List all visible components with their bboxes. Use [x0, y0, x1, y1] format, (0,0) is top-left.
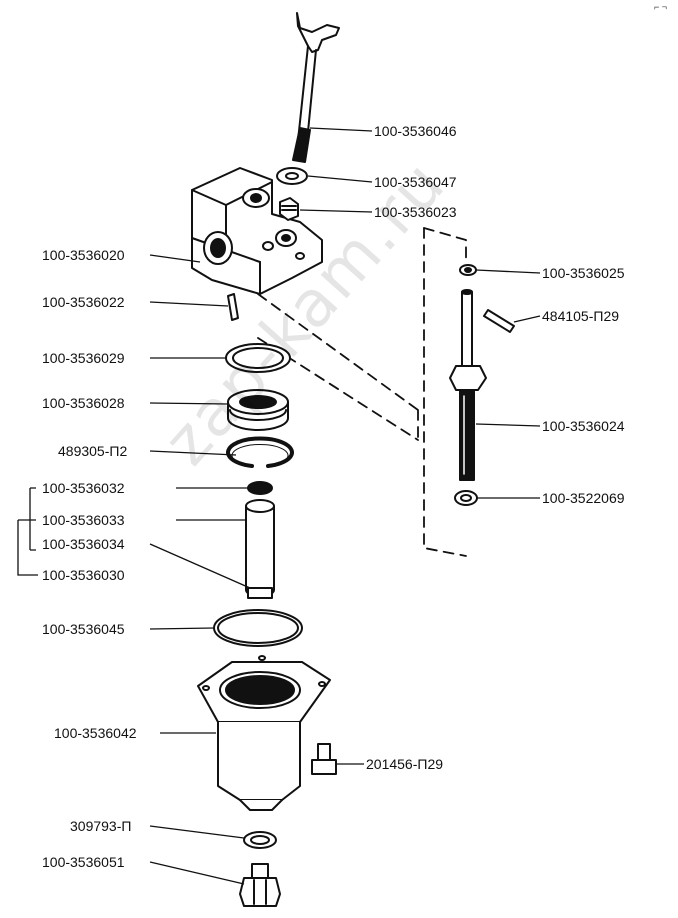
gasket-3536045	[213, 609, 303, 647]
filter-element-3536030	[245, 481, 275, 599]
label-3536051: 100-3536051	[42, 854, 125, 870]
washer-309793	[243, 831, 277, 849]
seal-3536028	[227, 389, 289, 431]
washer-3522069	[454, 490, 478, 506]
label-3536045: 100-3536045	[42, 621, 125, 637]
drain-plug-201456	[311, 743, 337, 775]
filter-head-body	[191, 167, 323, 295]
label-309793: 309793-П	[70, 818, 132, 834]
label-3536029: 100-3536029	[42, 350, 125, 366]
label-3536030: 100-3536030	[42, 567, 125, 583]
label-3536034: 100-3536034	[42, 536, 125, 552]
pin-3536022	[227, 293, 239, 321]
label-3536028: 100-3536028	[42, 395, 125, 411]
plug-3536023	[279, 197, 299, 221]
corner-mark: ⌐ ¬	[654, 2, 668, 12]
leader-lines	[17, 127, 541, 885]
label-3522069: 100-3522069	[542, 490, 625, 506]
label-3536033: 100-3536033	[42, 512, 125, 528]
filter-bowl-3536042	[197, 655, 331, 811]
plug-3536051	[239, 863, 281, 907]
label-3536023: 100-3536023	[374, 204, 457, 220]
label-489305: 489305-П2	[58, 443, 128, 459]
label-3536022: 100-3536022	[42, 294, 125, 310]
wing-screw-part	[292, 12, 340, 163]
snap-ring-489305	[226, 436, 294, 468]
label-3536024: 100-3536024	[542, 418, 625, 434]
washer-3536047	[276, 167, 308, 185]
label-3536032: 100-3536032	[42, 480, 125, 496]
pin-484105	[483, 309, 515, 333]
label-3536042: 100-3536042	[54, 725, 137, 741]
label-201456: 201456-П29	[366, 756, 444, 772]
label-3536046: 100-3536046	[374, 123, 457, 139]
label-3536047: 100-3536047	[374, 174, 457, 190]
label-3536020: 100-3536020	[42, 247, 125, 263]
shaft-3536024	[449, 289, 487, 481]
label-484105: 484105-П29	[542, 308, 620, 324]
label-3536025: 100-3536025	[542, 265, 625, 281]
